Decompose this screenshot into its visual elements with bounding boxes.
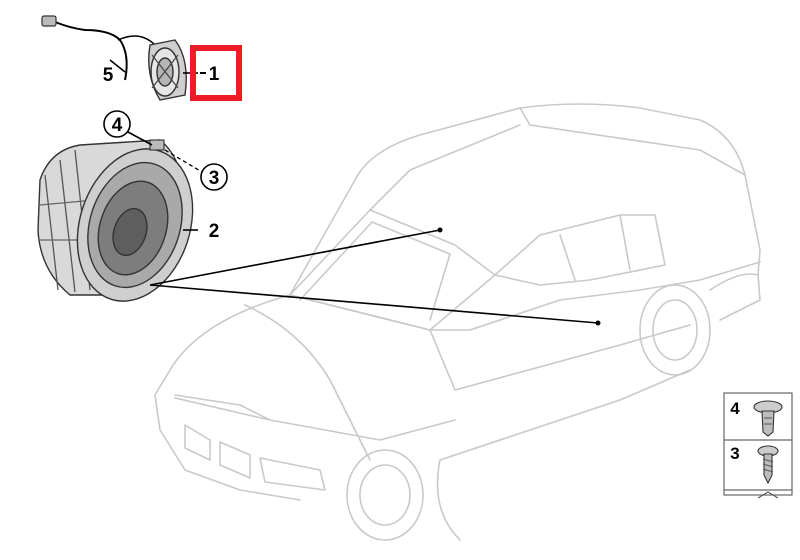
leader-line-4 <box>127 131 153 146</box>
legend-number-4: 4 <box>730 399 740 418</box>
tweeter-part <box>148 39 198 101</box>
car-outline <box>154 103 761 541</box>
callout-3: 3 <box>209 168 220 189</box>
next-item-indicator <box>757 491 779 499</box>
location-dot-upper <box>437 227 443 233</box>
connector-plug <box>41 15 57 27</box>
leader-line-3 <box>164 149 203 173</box>
highlight-box <box>190 45 242 101</box>
cable-part <box>41 15 156 81</box>
screw-icon <box>757 445 779 485</box>
leader-line-location-lower <box>149 284 599 324</box>
callout-4: 4 <box>112 115 123 136</box>
woofer-part <box>37 139 194 302</box>
leader-line-location-upper <box>149 229 441 286</box>
callout-1: 1 <box>209 64 220 85</box>
callout-4-circle <box>103 110 131 138</box>
callout-3-circle <box>200 163 228 191</box>
fastener-legend: 4 3 <box>723 392 793 499</box>
legend-number-3: 3 <box>730 444 739 463</box>
push-clip-icon <box>753 400 783 437</box>
callout-5: 5 <box>103 65 114 86</box>
leader-line-5 <box>109 59 126 73</box>
location-dot-lower <box>595 320 601 326</box>
callout-2: 2 <box>209 221 220 242</box>
